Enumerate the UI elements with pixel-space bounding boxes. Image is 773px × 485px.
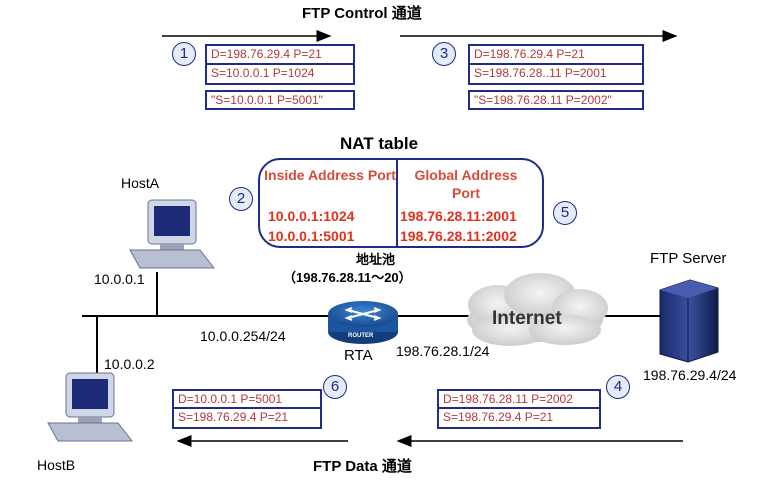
step-5-badge: 5: [553, 201, 577, 225]
nat-table-title: NAT table: [340, 134, 419, 153]
hostB-name: HostB: [37, 457, 76, 473]
nat-row-2-inside: 10.0.0.1:5001: [268, 228, 355, 244]
hostA-name: HostA: [121, 175, 160, 191]
step-6-badge: 6: [323, 375, 347, 399]
address-pool-range: （198.76.28.11～20）: [283, 270, 412, 285]
packet-3-payload: "S=198.76.28.11 P=2002": [468, 90, 644, 110]
hostA-ip: 10.0.0.1: [94, 271, 145, 287]
step-4-badge: 4: [606, 375, 630, 399]
hostB-computer-icon: [47, 372, 134, 442]
packet-1-src: S=10.0.0.1 P=1024: [205, 65, 355, 85]
nat-header-inside: Inside Address Port: [264, 167, 396, 183]
packet-6-src: S=198.76.29.4 P=21: [172, 409, 322, 429]
nat-row-1-global: 198.76.28.11:2001: [400, 208, 517, 224]
hostB-ip: 10.0.0.2: [104, 356, 155, 372]
packet-1-payload: "S=10.0.0.1 P=5001": [205, 90, 355, 110]
internet-label: Internet: [492, 308, 562, 329]
nat-column-divider: [396, 160, 398, 246]
router-outside-ip: 198.76.28.1/24: [396, 343, 490, 359]
step-2-badge: 2: [229, 187, 253, 211]
packet-4-src: S=198.76.29.4 P=21: [437, 409, 601, 429]
address-pool-label: 地址池: [356, 252, 396, 267]
hostA-computer-icon: [129, 199, 216, 269]
packet-4-dest: D=198.76.28.11 P=2002: [437, 389, 601, 409]
nat-row-1-inside: 10.0.0.1:1024: [268, 208, 355, 224]
router-icon: [328, 301, 398, 344]
ftp-data-title: FTP Data 通道: [313, 458, 412, 475]
ftp-server-ip: 198.76.29.4/24: [643, 367, 737, 383]
packet-6-dest: D=10.0.0.1 P=5001: [172, 389, 322, 409]
router-inside-ip: 10.0.0.254/24: [200, 328, 286, 344]
nat-header-global: Global Address Port: [414, 167, 518, 201]
nat-row-2-global: 198.76.28.11:2002: [400, 228, 517, 244]
packet-1-dest: D=198.76.29.4 P=21: [205, 44, 355, 65]
step-1-badge: 1: [172, 42, 196, 66]
packet-3-src: S=198.76.28..11 P=2001: [468, 65, 644, 85]
internet-cloud: [467, 273, 608, 346]
step-3-badge: 3: [432, 42, 456, 66]
ftp-server-icon: [659, 279, 719, 363]
router-name: RTA: [344, 347, 373, 364]
packet-3-dest: D=198.76.29.4 P=21: [468, 44, 644, 65]
ftp-server-name: FTP Server: [650, 250, 727, 267]
nat-table: Inside Address Port Global Address Port …: [258, 158, 544, 248]
router-badge: ROUTER: [348, 333, 374, 339]
ftp-control-title: FTP Control 通道: [302, 5, 422, 22]
